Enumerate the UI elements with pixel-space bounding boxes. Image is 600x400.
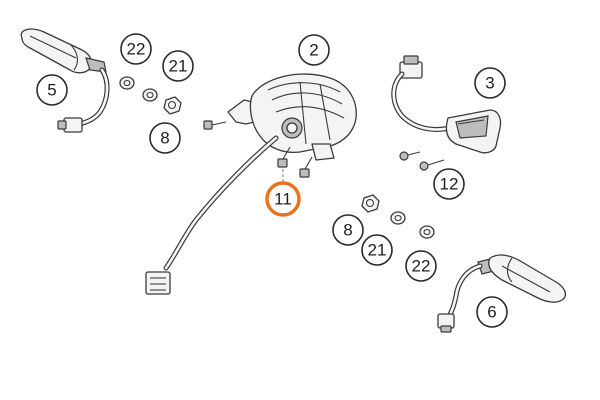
main-housing-assembly	[227, 73, 357, 161]
svg-text:12: 12	[440, 175, 459, 194]
callout-2: 2	[298, 34, 330, 66]
turn-signal-left	[20, 28, 110, 133]
svg-text:8: 8	[160, 129, 169, 148]
washer-21-right	[390, 211, 406, 225]
nut-8-right	[361, 194, 380, 213]
callout-8-left: 8	[149, 122, 181, 154]
turn-signal-right	[437, 254, 567, 333]
callout-21-left: 21	[162, 50, 194, 82]
washer-22-left	[119, 76, 135, 90]
svg-text:21: 21	[368, 241, 387, 260]
screw-11-b	[299, 156, 313, 178]
svg-text:11: 11	[274, 190, 292, 209]
screw-left	[203, 120, 227, 130]
svg-text:3: 3	[485, 74, 494, 93]
callout-8-right: 8	[332, 214, 364, 246]
svg-text:22: 22	[412, 257, 431, 276]
main-harness-cable	[145, 135, 279, 295]
washer-22-right	[419, 225, 435, 239]
callout-5: 5	[36, 74, 68, 106]
svg-text:8: 8	[343, 221, 352, 240]
callout-12: 12	[433, 168, 465, 200]
svg-text:6: 6	[487, 303, 496, 322]
screw-11-a	[277, 146, 291, 168]
callout-21-right: 21	[361, 234, 393, 266]
callout-6: 6	[476, 296, 508, 328]
callout-3: 3	[474, 67, 506, 99]
svg-text:2: 2	[309, 41, 318, 60]
callout-22-left: 22	[120, 33, 152, 65]
svg-text:5: 5	[47, 81, 56, 100]
license-plate-light	[391, 55, 502, 154]
svg-text:21: 21	[169, 57, 188, 76]
callout-11-highlighted: 11	[265, 181, 301, 217]
washer-21-left	[142, 88, 158, 102]
callout-22-right: 22	[405, 250, 437, 282]
nut-8-left	[163, 96, 182, 115]
screw-12-a	[399, 151, 421, 161]
screw-12-b	[419, 159, 445, 171]
svg-text:22: 22	[127, 40, 146, 59]
